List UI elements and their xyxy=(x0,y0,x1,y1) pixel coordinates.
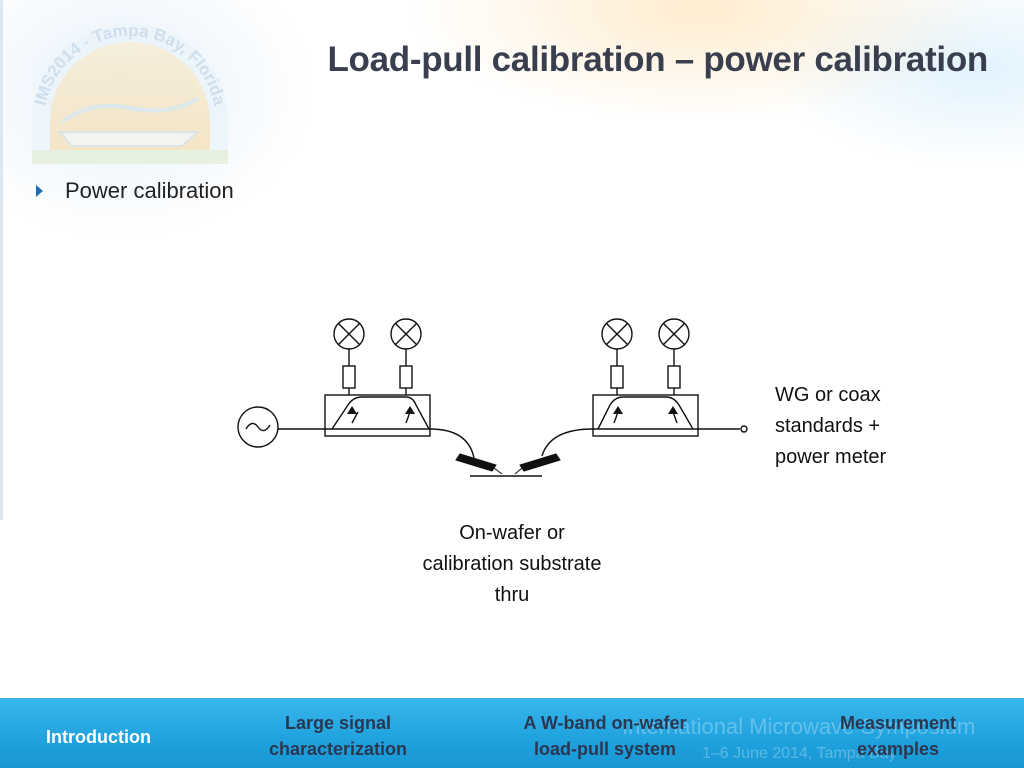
signal-source-icon xyxy=(237,406,279,448)
nav-label: examples xyxy=(856,739,940,759)
nav-label: Measurement xyxy=(839,713,957,733)
watermark-line: 1–6 June 2014, Tampa Bay xyxy=(702,745,897,762)
bullet-item: Power calibration xyxy=(36,178,234,204)
left-detector-a xyxy=(333,318,365,395)
bullet-text: Power calibration xyxy=(65,178,234,203)
left-directional-coupler xyxy=(324,394,431,437)
bottom-annotation-line: calibration substrate xyxy=(422,553,602,575)
nav-label: Large signal xyxy=(284,713,392,733)
right-detector-a xyxy=(601,318,633,395)
left-detector-b xyxy=(390,318,422,395)
output-port-icon xyxy=(740,425,748,433)
right-annotation-line: standards + xyxy=(775,415,881,437)
bottom-annotation-line: thru xyxy=(494,584,530,606)
nav-w-band-link[interactable]: A W-band on-wafer load-pull system xyxy=(505,710,705,762)
nav-introduction-link[interactable]: Introduction xyxy=(46,724,151,750)
right-probe-icon xyxy=(519,453,561,472)
power-calibration-diagram xyxy=(237,318,748,477)
left-probe-icon xyxy=(455,453,497,472)
right-annotation: WG or coax standards + power meter xyxy=(775,380,886,473)
bullet-arrow-icon xyxy=(36,185,43,197)
right-detector-b xyxy=(658,318,690,395)
right-annotation-line: WG or coax xyxy=(775,384,881,406)
watermark-line: International Microwave Symposium xyxy=(622,714,975,739)
left-edge-stripe xyxy=(0,0,3,520)
nav-label: Introduction xyxy=(46,727,151,747)
nav-label: load-pull system xyxy=(533,739,677,759)
nav-label: characterization xyxy=(268,739,408,759)
nav-large-signal-link[interactable]: Large signal characterization xyxy=(258,710,418,762)
bottom-annotation-line: On-wafer or xyxy=(459,522,565,544)
ims2014-logo: IMS2014 - Tampa Bay, Florida xyxy=(31,21,229,164)
nav-measurement-examples-link[interactable]: Measurement examples xyxy=(818,710,978,762)
bottom-annotation: On-wafer or calibration substrate thru xyxy=(402,518,622,611)
nav-label: A W-band on-wafer xyxy=(523,713,687,733)
right-annotation-line: power meter xyxy=(775,446,887,468)
right-directional-coupler xyxy=(592,394,699,437)
footer-watermark: International Microwave Symposium 1–6 Ju… xyxy=(622,714,975,762)
footer-nav-bar: International Microwave Symposium 1–6 Ju… xyxy=(0,698,1024,768)
slide-title: Load-pull calibration – power calibratio… xyxy=(327,40,988,79)
